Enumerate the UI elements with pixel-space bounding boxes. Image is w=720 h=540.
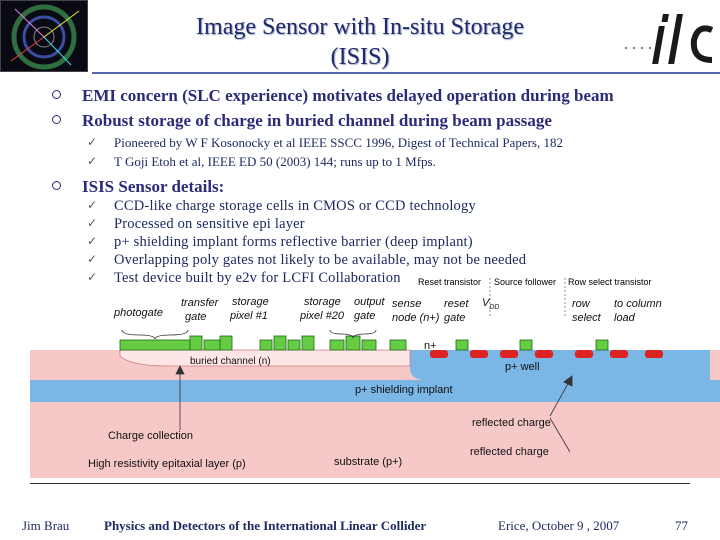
- sub-bullet: ✓ Overlapping poly gates not likely to b…: [87, 252, 527, 269]
- label-reflected-charge-1: reflected charge: [472, 417, 551, 429]
- arrow-bullet-icon: ✓: [87, 252, 98, 266]
- label-reset-gate: reset gate: [444, 297, 468, 325]
- label-output: output: [354, 296, 385, 308]
- label-storage-20b: pixel #20: [300, 310, 345, 322]
- p-well: [410, 350, 710, 380]
- bullet-1: EMI concern (SLC experience) motivates d…: [52, 86, 614, 106]
- label-reset: reset: [444, 298, 469, 310]
- shielding-implant: [30, 380, 720, 402]
- title-line-1: Image Sensor with In-situ Storage: [196, 14, 524, 40]
- buried-channel: [119, 349, 411, 367]
- sub-bullet: ✓ p+ shielding implant forms reflective …: [87, 234, 473, 251]
- ring-bullet-icon: [52, 181, 61, 190]
- label-epi-layer: High resistivity epitaxial layer (p): [88, 458, 246, 470]
- charge-arrows: [175, 365, 573, 453]
- sub-bullet-text: Processed on sensitive epi layer: [114, 216, 305, 232]
- ilc-logo-mark: [625, 14, 714, 64]
- label-sense: sense: [392, 298, 422, 310]
- poly-gates: [119, 335, 609, 351]
- brace-pixel: [329, 329, 377, 339]
- label-n-plus: n+: [424, 340, 437, 352]
- label-gate: gate: [354, 310, 376, 322]
- n-plus-implants: [430, 350, 663, 358]
- label-shielding-implant: p+ shielding implant: [355, 384, 453, 396]
- bullet-3: ISIS Sensor details:: [52, 177, 225, 197]
- footer-center: Physics and Detectors of the Internation…: [104, 518, 427, 533]
- page-title: Image Sensor with In-situ Storage (ISIS): [130, 12, 590, 72]
- sub-bullet-text: p+ shielding implant forms reflective ba…: [114, 234, 473, 250]
- footer-author: Jim Brau: [22, 518, 70, 533]
- ilc-logo: [620, 8, 716, 70]
- label-select: select: [572, 312, 601, 324]
- label-reset-gate-word: gate: [444, 312, 466, 324]
- detector-event-drawing: [10, 4, 80, 70]
- label-to-column: to column: [614, 298, 662, 310]
- footer-date: Erice, October 9 , 2007: [498, 518, 620, 533]
- label-buried-channel: buried channel (n): [190, 356, 271, 367]
- arrow-bullet-icon: ✓: [87, 198, 98, 212]
- label-row-select: row select: [572, 297, 601, 325]
- label-storage-1b: pixel #1: [230, 310, 268, 322]
- sub-bullet-text: Pioneered by W F Kosonocky et al IEEE SS…: [114, 135, 563, 150]
- label-vdd-sub: DD: [489, 304, 500, 312]
- sub-bullet: ✓ Test device built by e2v for LCFI Coll…: [87, 270, 401, 287]
- label-output-gate: output gate: [354, 295, 385, 323]
- label-row-select-transistor: Row select transistor: [568, 277, 652, 287]
- label-storage-20a: storage: [304, 296, 341, 308]
- sub-bullet-text: T Goji Etoh et al, IEEE ED 50 (2003) 144…: [114, 154, 436, 169]
- sub-bullet: ✓ Processed on sensitive epi layer: [87, 216, 305, 233]
- title-rule: [92, 72, 720, 74]
- arrow-bullet-icon: ✓: [87, 234, 98, 248]
- sub-bullet-text: Test device built by e2v for LCFI Collab…: [114, 270, 401, 286]
- bullet-text: EMI concern (SLC experience) motivates d…: [82, 86, 614, 105]
- transistor-dividers: [489, 278, 566, 318]
- arrow-bullet-icon: ✓: [87, 135, 98, 149]
- bullet-2: Robust storage of charge in buried chann…: [52, 111, 552, 131]
- label-node: node (n+): [392, 312, 440, 324]
- footer-rule: [30, 483, 690, 484]
- bullet-text: Robust storage of charge in buried chann…: [82, 111, 552, 130]
- label-row: row: [572, 298, 590, 310]
- title-line-2: (ISIS): [330, 44, 390, 70]
- label-photogate: photogate: [114, 307, 163, 319]
- arrow-bullet-icon: ✓: [87, 154, 98, 168]
- sub-bullet-text: Overlapping poly gates not likely to be …: [114, 252, 527, 268]
- label-to-column-load: to column load: [614, 297, 662, 325]
- footer-page-number: 77: [675, 518, 688, 533]
- label-source-follower: Source follower: [494, 277, 557, 287]
- label-storage-pixel-20: storage pixel #20: [300, 295, 344, 323]
- sub-bullet: ✓ CCD-like charge storage cells in CMOS …: [87, 198, 476, 215]
- bullet-text: ISIS Sensor details:: [82, 177, 225, 196]
- arrow-bullet-icon: ✓: [87, 270, 98, 284]
- ring-bullet-icon: [52, 90, 61, 99]
- sub-bullet: ✓ T Goji Etoh et al, IEEE ED 50 (2003) 1…: [87, 154, 436, 170]
- label-storage-pixel-1: storage pixel #1: [230, 295, 269, 323]
- label-load: load: [614, 312, 635, 324]
- label-substrate: substrate (p+): [334, 456, 403, 468]
- label-transfer-1: transfer: [181, 297, 219, 309]
- sub-bullet-text: CCD-like charge storage cells in CMOS or…: [114, 198, 476, 214]
- arrow-bullet-icon: ✓: [87, 216, 98, 230]
- detector-event-image: [0, 0, 88, 72]
- label-vdd: VDD: [482, 297, 499, 311]
- label-sense-node: sense node (n+): [392, 297, 439, 325]
- isis-cross-section-diagram: [30, 278, 720, 478]
- sub-bullet: ✓ Pioneered by W F Kosonocky et al IEEE …: [87, 135, 563, 151]
- label-transfer-2: gate: [185, 311, 207, 323]
- label-reflected-charge-2: reflected charge: [470, 446, 549, 458]
- ring-bullet-icon: [52, 115, 61, 124]
- label-charge-collection: Charge collection: [108, 430, 193, 442]
- label-vdd-v: V: [482, 297, 490, 309]
- label-storage-1a: storage: [232, 296, 269, 308]
- label-p-well: p+ well: [505, 361, 540, 373]
- brace-photogate: [121, 329, 189, 340]
- label-reset-transistor: Reset transistor: [418, 277, 482, 287]
- label-transfer-gate: transfer gate: [181, 296, 218, 324]
